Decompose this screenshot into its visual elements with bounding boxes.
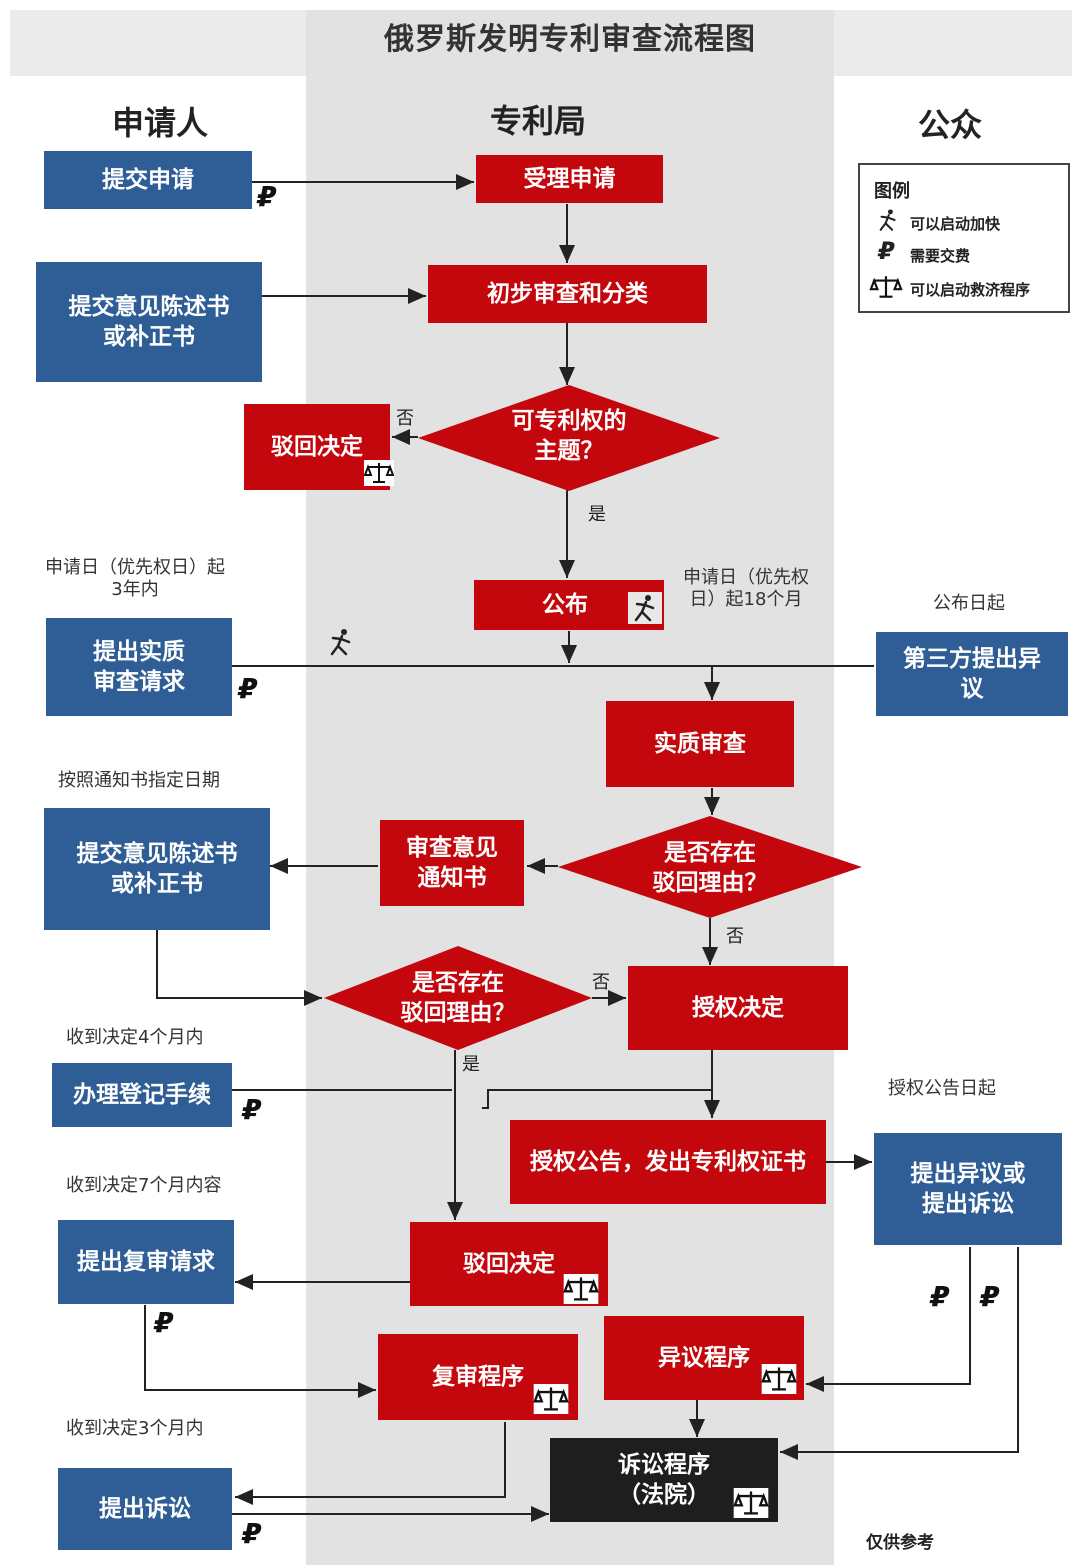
ruble-icon: ₽ <box>154 1306 174 1339</box>
submit-statement-box-2: 提交意见陈述书 或补正书 <box>44 808 270 930</box>
file-lawsuit-label: 提出诉讼 <box>99 1496 191 1522</box>
scales-icon <box>869 276 903 298</box>
third-party-objection-box: 第三方提出异 议 <box>876 632 1068 716</box>
ruble-icon: ₽ <box>878 237 895 265</box>
scales-icon <box>761 1364 797 1394</box>
submit-statement-label-2: 提交意见陈述书 或补正书 <box>76 841 238 897</box>
reject-decision-label-2: 驳回决定 <box>463 1251 555 1277</box>
grant-decision-box: 授权决定 <box>628 966 848 1050</box>
ruble-icon: ₽ <box>242 1517 262 1550</box>
runner-icon <box>324 626 358 658</box>
note-from-grant-publication: 授权公告日起 <box>888 1078 996 1099</box>
note-within-7-months: 收到决定7个月内容 <box>66 1175 222 1196</box>
reject-decision-label-1: 驳回决定 <box>271 434 363 460</box>
registration-label: 办理登记手续 <box>73 1082 211 1108</box>
substantive-exam-label: 实质审查 <box>654 731 746 757</box>
runner-icon <box>628 592 662 624</box>
legend-item-expedite: 可以启动加快 <box>910 215 1001 233</box>
grant-publication-box: 授权公告，发出专利权证书 <box>510 1120 826 1204</box>
office-action-label: 审查意见 通知书 <box>406 835 498 891</box>
reexamination-request-label: 提出复审请求 <box>77 1249 215 1275</box>
grant-decision-label: 授权决定 <box>692 995 784 1021</box>
note-by-notice-date: 按照通知书指定日期 <box>58 770 220 791</box>
lane-applicant: 申请人 <box>111 104 208 142</box>
objection-or-lawsuit-box: 提出异议或 提出诉讼 <box>874 1133 1062 1245</box>
objection-procedure-label: 异议程序 <box>658 1345 750 1371</box>
scales-icon <box>533 1384 569 1414</box>
note-within-3-years: 申请日（优先权日）起 3年内 <box>45 557 225 600</box>
note-from-publication: 公布日起 <box>933 593 1005 614</box>
accept-application-label: 受理申请 <box>523 166 616 192</box>
ruble-icon: ₽ <box>980 1280 1000 1313</box>
grounds-rejection-diamond-1 <box>558 816 862 918</box>
legend-title: 图例 <box>874 181 910 202</box>
legend-item-fee: 需要交费 <box>910 247 971 265</box>
note-18-months: 申请日（优先权 日）起18个月 <box>683 567 809 610</box>
note-within-3-months: 收到决定3个月内 <box>66 1418 204 1439</box>
request-substantive-exam-label: 提出实质 审查请求 <box>93 639 185 695</box>
office-action-box: 审查意见 通知书 <box>380 820 524 906</box>
preliminary-exam-box: 初步审查和分类 <box>428 265 707 323</box>
no-label-2: 否 <box>726 926 744 947</box>
objection-procedure-box: 异议程序 <box>604 1316 804 1400</box>
legend-panel: 图例 可以启动加快 ₽ 需要交费 可以启动救济程序 <box>858 163 1070 313</box>
submit-statement-label-1: 提交意见陈述书 或补正书 <box>68 294 230 350</box>
request-substantive-exam-box: 提出实质 审查请求 <box>46 618 232 716</box>
accept-application-box: 受理申请 <box>476 155 663 203</box>
grounds-rejection-diamond-2 <box>324 946 592 1050</box>
litigation-label: 诉讼程序 （法院） <box>618 1452 710 1508</box>
lane-patent-office: 专利局 <box>489 102 586 140</box>
reexamination-request-box: 提出复审请求 <box>58 1220 234 1304</box>
third-party-objection-label: 第三方提出异 议 <box>903 646 1041 702</box>
grant-publication-label: 授权公告，发出专利权证书 <box>530 1149 806 1175</box>
legend-item-remedy: 可以启动救济程序 <box>910 281 1031 299</box>
ruble-icon: ₽ <box>242 1093 262 1126</box>
reexamination-procedure-label: 复审程序 <box>432 1364 524 1390</box>
publish-label: 公布 <box>542 592 588 618</box>
no-label-3: 否 <box>592 972 610 993</box>
yes-label-2: 是 <box>462 1054 480 1075</box>
diagram-title: 俄罗斯发明专利审查流程图 <box>384 22 756 57</box>
runner-icon <box>879 209 896 231</box>
objection-or-lawsuit-label: 提出异议或 提出诉讼 <box>910 1161 1026 1217</box>
yes-label-1: 是 <box>588 504 606 525</box>
scales-icon <box>733 1488 769 1518</box>
ruble-icon: ₽ <box>238 672 258 705</box>
ruble-icon: ₽ <box>930 1280 950 1313</box>
scales-icon <box>364 460 394 486</box>
substantive-exam-box: 实质审查 <box>606 701 794 787</box>
no-label-1: 否 <box>396 408 414 429</box>
grounds-rejection-label-1: 是否存在 驳回理由？ <box>652 840 768 896</box>
grounds-rejection-label-2: 是否存在 驳回理由？ <box>400 970 516 1026</box>
lane-public: 公众 <box>917 106 982 144</box>
patentable-subject-diamond <box>418 385 720 491</box>
submit-statement-box-1: 提交意见陈述书 或补正书 <box>36 262 262 382</box>
file-lawsuit-box: 提出诉讼 <box>58 1468 232 1550</box>
for-reference-note: 仅供参考 <box>866 1533 934 1553</box>
note-within-4-months: 收到决定4个月内 <box>66 1027 204 1048</box>
registration-box: 办理登记手续 <box>52 1063 232 1127</box>
patentable-subject-label: 可专利权的 主题？ <box>511 408 627 464</box>
ruble-icon: ₽ <box>257 180 277 213</box>
preliminary-exam-label: 初步审查和分类 <box>487 281 648 307</box>
submit-application-box: 提交申请 <box>44 151 252 209</box>
submit-application-label: 提交申请 <box>102 167 194 193</box>
scales-icon <box>563 1274 599 1304</box>
